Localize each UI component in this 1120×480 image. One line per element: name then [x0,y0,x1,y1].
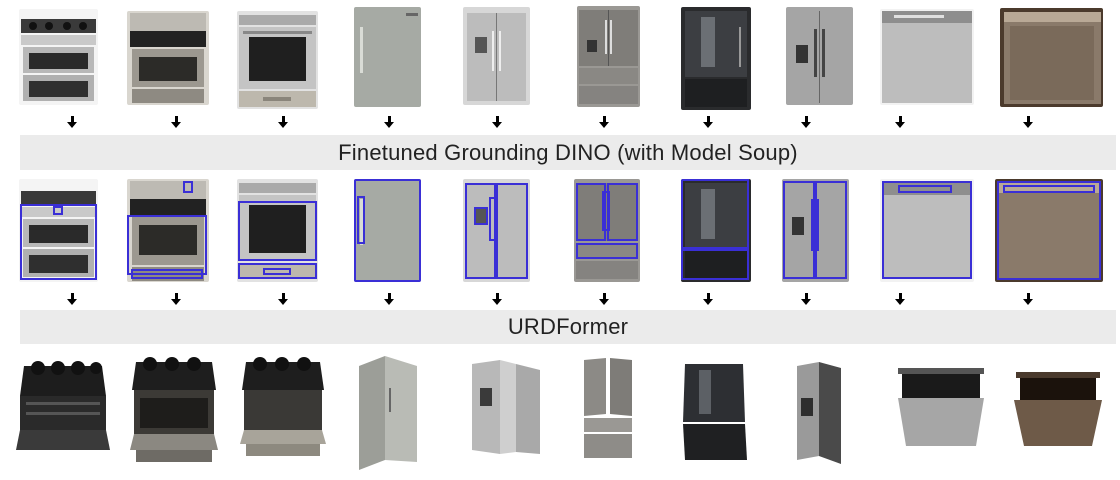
urdf-dishwasher-model [894,366,988,450]
input-single-door-fridge-image [354,7,421,107]
detected-dishwasher-2-image [995,179,1103,282]
detected-side-by-side-fridge-2-image [782,179,849,282]
input-dishwasher-2-image [1000,8,1103,107]
detected-dishwasher-image [880,179,974,282]
grounding-dino-banner: Finetuned Grounding DINO (with Model Sou… [20,135,1116,170]
urdf-dishwasher-2-model [1010,370,1106,448]
urdf-dark-fridge-model [683,360,747,462]
input-electric-range-image [127,11,209,105]
detection-images-row [0,176,1120,286]
detected-gas-range-image [19,179,98,282]
detected-french-door-fridge-image [574,179,640,282]
input-french-door-fridge-image [577,6,640,107]
urdf-electric-range-model [130,354,218,464]
input-wall-oven-image [237,11,318,109]
urdf-french-door-fridge-model [582,356,634,460]
input-side-by-side-fridge-image [463,7,530,105]
detected-wall-oven-image [237,179,318,282]
detected-single-door-fridge-image [354,179,421,282]
urdformer-banner: URDFormer [20,310,1116,344]
urdf-side-by-side-fridge-2-model [795,358,843,468]
input-gas-range-image [19,9,98,105]
detected-dark-fridge-image [681,179,751,282]
reconstruction-row [0,352,1120,477]
input-images-row [0,0,1120,112]
input-dark-fridge-image [681,7,751,110]
urdf-side-by-side-fridge-model [470,358,542,458]
urdf-wall-oven-model [240,354,326,458]
urdf-gas-range-model [16,356,110,460]
input-side-by-side-fridge-2-image [786,7,853,105]
detected-electric-range-image [127,179,209,282]
detected-side-by-side-fridge-image [463,179,530,282]
input-dishwasher-image [880,9,974,105]
urdf-single-door-fridge-model [355,352,421,472]
